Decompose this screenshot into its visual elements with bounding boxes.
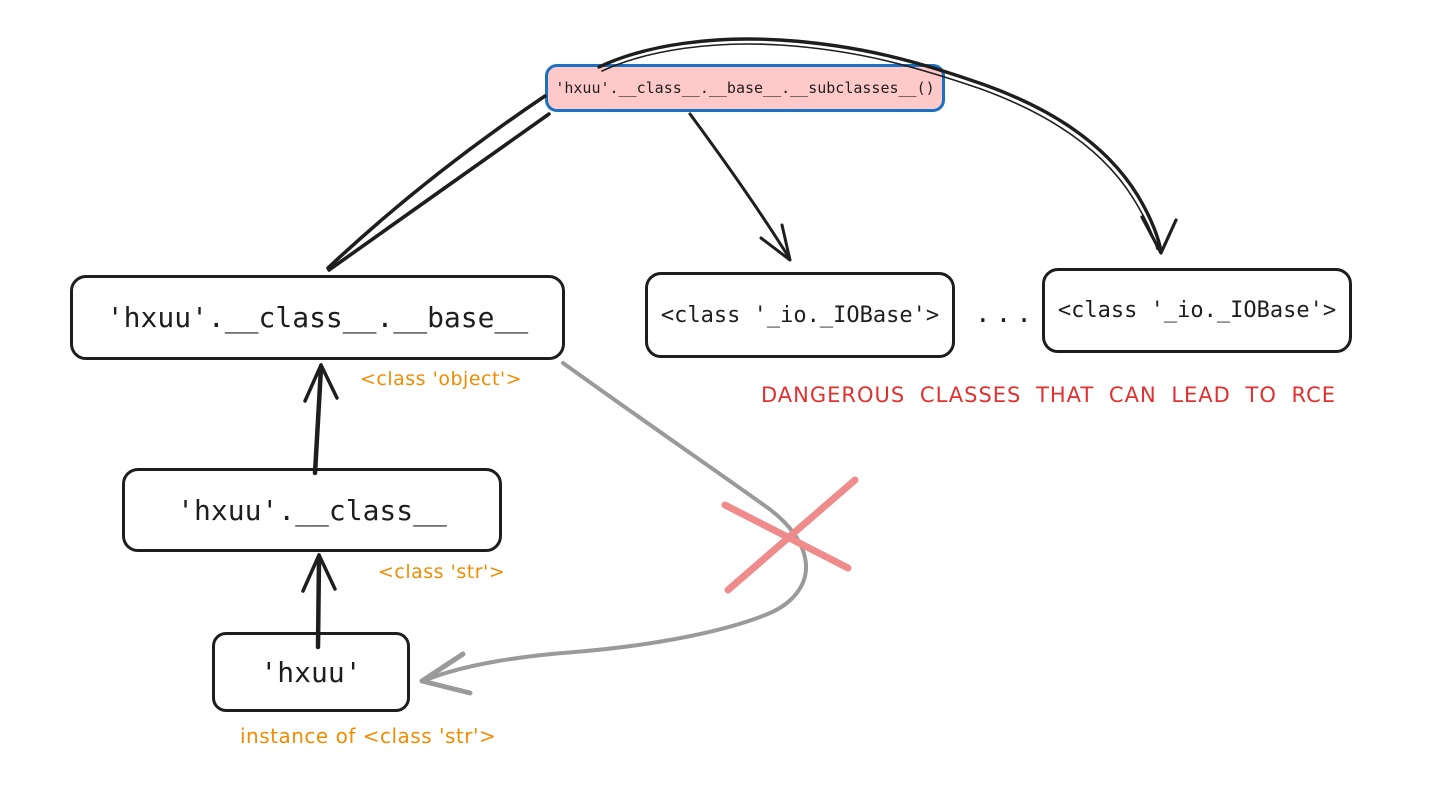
instance-box: 'hxuu' [212, 632, 410, 712]
connector-base-to-subclasses [326, 94, 551, 272]
arrow-class-to-base [303, 363, 339, 476]
subclasses-call-box: 'hxuu'.__class__.__base__.__subclasses__… [545, 64, 945, 112]
class-base-box: 'hxuu'.__class__.__base__ [70, 275, 565, 360]
subclasses-call-text: 'hxuu'.__class__.__base__.__subclasses__… [555, 79, 935, 97]
class-base-text: 'hxuu'.__class__.__base__ [106, 301, 529, 334]
dangerous-class-1-text: <class '_io._IOBase'> [660, 302, 940, 328]
ellipsis-text: ... [975, 299, 1037, 329]
arrow-subclasses-to-first-class [688, 112, 792, 262]
class-text: 'hxuu'.__class__ [177, 493, 447, 527]
class-box: 'hxuu'.__class__ [122, 468, 502, 552]
annotation-instance-of-str: instance of <class 'str'> [240, 724, 497, 748]
cross-out-x [721, 476, 859, 594]
annotation-class-object: <class 'object'> [360, 368, 523, 390]
dangerous-class-2-text: <class '_io._IOBase'> [1057, 298, 1337, 323]
annotation-class-str: <class 'str'> [378, 561, 506, 583]
dangerous-class-box-1: <class '_io._IOBase'> [645, 272, 955, 358]
dangerous-class-box-2: <class '_io._IOBase'> [1042, 268, 1352, 353]
caption-dangerous-classes: DANGEROUS CLASSES THAT CAN LEAD TO RCE [761, 383, 1337, 407]
instance-text: 'hxuu' [260, 655, 362, 689]
